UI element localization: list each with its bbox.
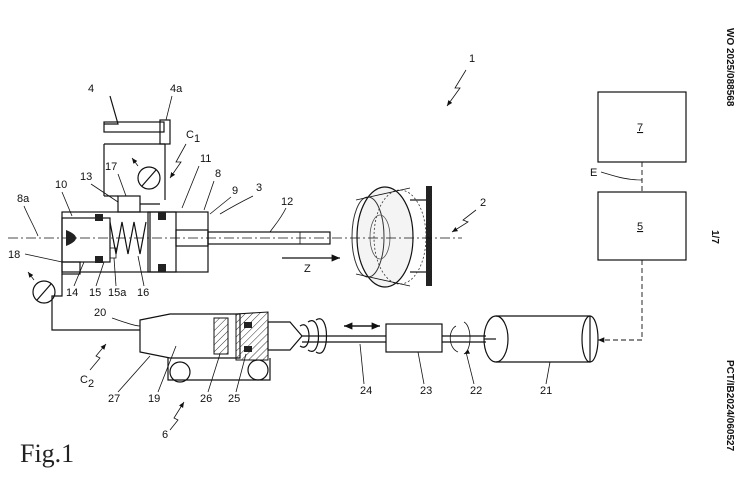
label-c2: C [80, 374, 88, 386]
label-14: 14 [66, 287, 78, 299]
label-12: 12 [281, 196, 293, 208]
label-2: 2 [480, 197, 486, 209]
clutch-2 [351, 186, 432, 288]
label-z: Z [304, 263, 311, 275]
label-23: 23 [420, 385, 432, 397]
motor-21 [483, 315, 599, 363]
label-e: E [590, 167, 597, 179]
label-c1-sub: 1 [194, 133, 200, 145]
label-26: 26 [200, 393, 212, 405]
figure-label: Fig.1 [20, 439, 74, 468]
slave-cylinder-6 [139, 311, 328, 383]
label-25: 25 [228, 393, 240, 405]
label-19: 19 [148, 393, 160, 405]
label-10: 10 [55, 179, 67, 191]
label-20: 20 [94, 307, 106, 319]
box-7: 7 [597, 91, 687, 163]
master-cylinder-3 [61, 195, 209, 275]
nut-23 [385, 323, 443, 353]
margin-application-number: PCT/IB2024/060527 [724, 360, 735, 452]
label-21: 21 [540, 385, 552, 397]
label-c1: C [186, 129, 194, 141]
label-6: 6 [162, 429, 168, 441]
pressure-gauge-c1 [131, 157, 161, 190]
label-4: 4 [88, 83, 94, 95]
label-8a: 8a [17, 193, 30, 205]
margin-publication-number: WO 2025/088568 [724, 28, 735, 107]
label-18: 18 [8, 249, 20, 261]
svg-text:7: 7 [637, 122, 643, 134]
label-16: 16 [137, 287, 149, 299]
label-1: 1 [469, 53, 475, 65]
label-13: 13 [80, 171, 92, 183]
pedal-4 [103, 95, 171, 200]
label-c2-sub: 2 [88, 378, 94, 390]
label-9: 9 [232, 185, 238, 197]
label-17: 17 [105, 161, 117, 173]
label-15a: 15a [108, 287, 127, 299]
margin-sheet-number: 1/7 [709, 230, 720, 244]
box-5: 5 [597, 191, 687, 261]
label-15: 15 [89, 287, 101, 299]
label-3: 3 [256, 182, 262, 194]
label-27: 27 [108, 393, 120, 405]
pressure-gauge-c2 [27, 271, 56, 304]
label-11: 11 [200, 153, 211, 165]
label-24: 24 [360, 385, 372, 397]
label-22: 22 [470, 385, 482, 397]
svg-text:5: 5 [637, 221, 643, 233]
label-8: 8 [215, 168, 221, 180]
label-4a: 4a [170, 83, 183, 95]
